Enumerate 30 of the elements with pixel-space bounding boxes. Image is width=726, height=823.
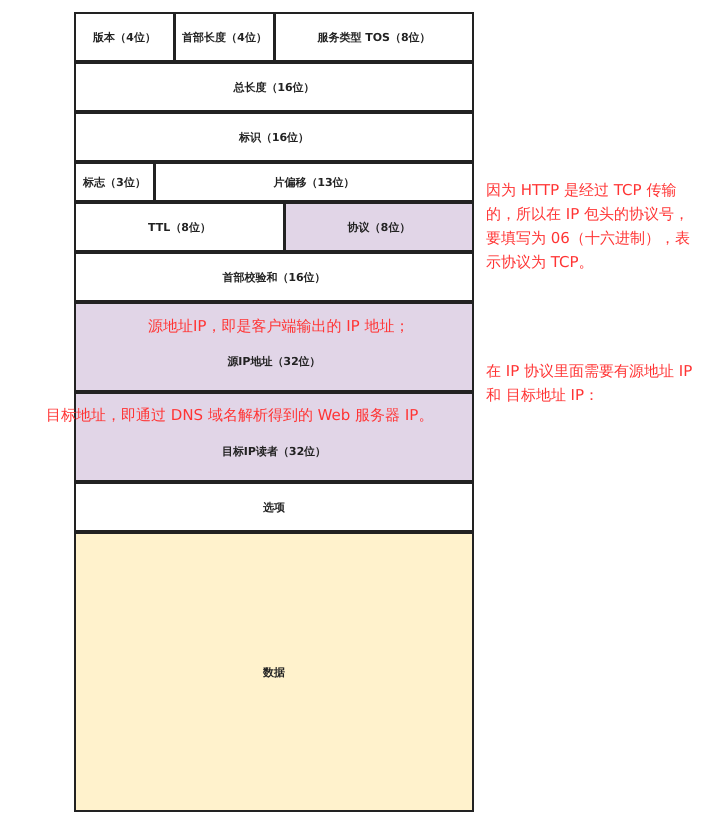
field-label: 标志（3位） bbox=[83, 174, 146, 190]
annotation-text: 因为 HTTP 是经过 TCP 传输的，所以在 IP 包头的协议号，要填写为 06（十六进制），表示协议为 TCP。 bbox=[486, 180, 691, 273]
header-field bbox=[74, 162, 155, 202]
header-field bbox=[154, 162, 474, 202]
field-label: 首部校验和（16位） bbox=[222, 270, 326, 284]
header-field bbox=[74, 12, 175, 62]
header-field bbox=[74, 202, 285, 252]
field-label: 源IP地址（32位） bbox=[227, 354, 321, 368]
field-label: 片偏移（13位） bbox=[273, 174, 355, 190]
field-label: 数据 bbox=[263, 664, 285, 680]
header-field bbox=[274, 12, 474, 62]
header-field bbox=[74, 62, 474, 112]
field-label: 首部长度（4位） bbox=[182, 30, 267, 44]
header-field bbox=[74, 532, 474, 812]
field-label: 版本（4位） bbox=[93, 30, 156, 44]
field-label: 选项 bbox=[263, 500, 285, 514]
field-label: 总长度（16位） bbox=[233, 80, 315, 94]
field-label: TTL（8位） bbox=[148, 220, 211, 234]
header-field bbox=[74, 112, 474, 162]
field-label: 目标IP读者（32位） bbox=[222, 444, 326, 458]
header-field bbox=[74, 252, 474, 302]
field-label: 协议（8位） bbox=[348, 220, 410, 234]
header-field bbox=[74, 482, 474, 532]
header-field bbox=[74, 302, 474, 392]
annotation-text: 源地址IP，即是客户端输出的 IP 地址； bbox=[148, 316, 410, 337]
header-field bbox=[174, 12, 275, 62]
field-label: 服务类型 TOS（8位） bbox=[317, 30, 431, 44]
field-label: 标识（16位） bbox=[238, 130, 310, 144]
annotation-text: 在 IP 协议里面需要有源地址 IP 和 目标地址 IP： bbox=[486, 361, 694, 406]
header-field bbox=[284, 202, 474, 252]
